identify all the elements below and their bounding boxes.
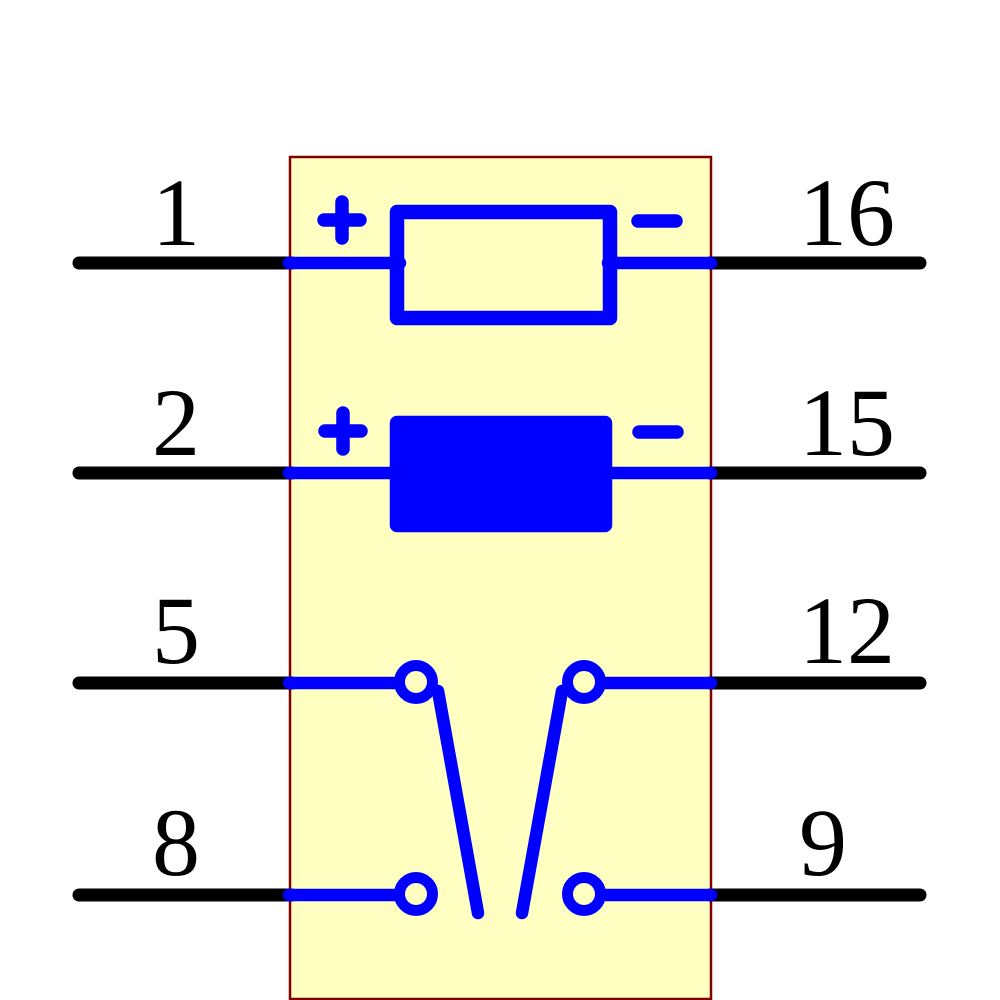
pin-number-1: 1 [152, 159, 200, 266]
plus-icon [317, 195, 367, 245]
contact-terminal-bottom-right [562, 872, 606, 916]
contact-terminal-bottom-left [394, 872, 438, 916]
contact-elements [282, 660, 718, 920]
coil2-element [282, 406, 718, 533]
coil2-filled-box [389, 415, 613, 533]
contact-armature-right [515, 684, 569, 920]
component-body [288, 155, 713, 1000]
pin-number-5: 5 [152, 577, 200, 684]
pin-number-8: 8 [152, 789, 200, 896]
pin-number-16: 16 [799, 159, 895, 266]
contact-terminal-top-left [394, 660, 438, 704]
pin-numbers: 1 2 5 8 16 15 12 9 [152, 159, 895, 896]
pin-number-9: 9 [799, 789, 847, 896]
coil1-element [282, 195, 718, 326]
contact-armature-left [431, 684, 485, 920]
pin-number-2: 2 [152, 369, 200, 476]
pin-number-12: 12 [799, 577, 895, 684]
plus-icon [318, 406, 368, 456]
contact-terminal-top-right [562, 660, 606, 704]
pin-number-15: 15 [799, 369, 895, 476]
pin-wires [72, 256, 927, 902]
